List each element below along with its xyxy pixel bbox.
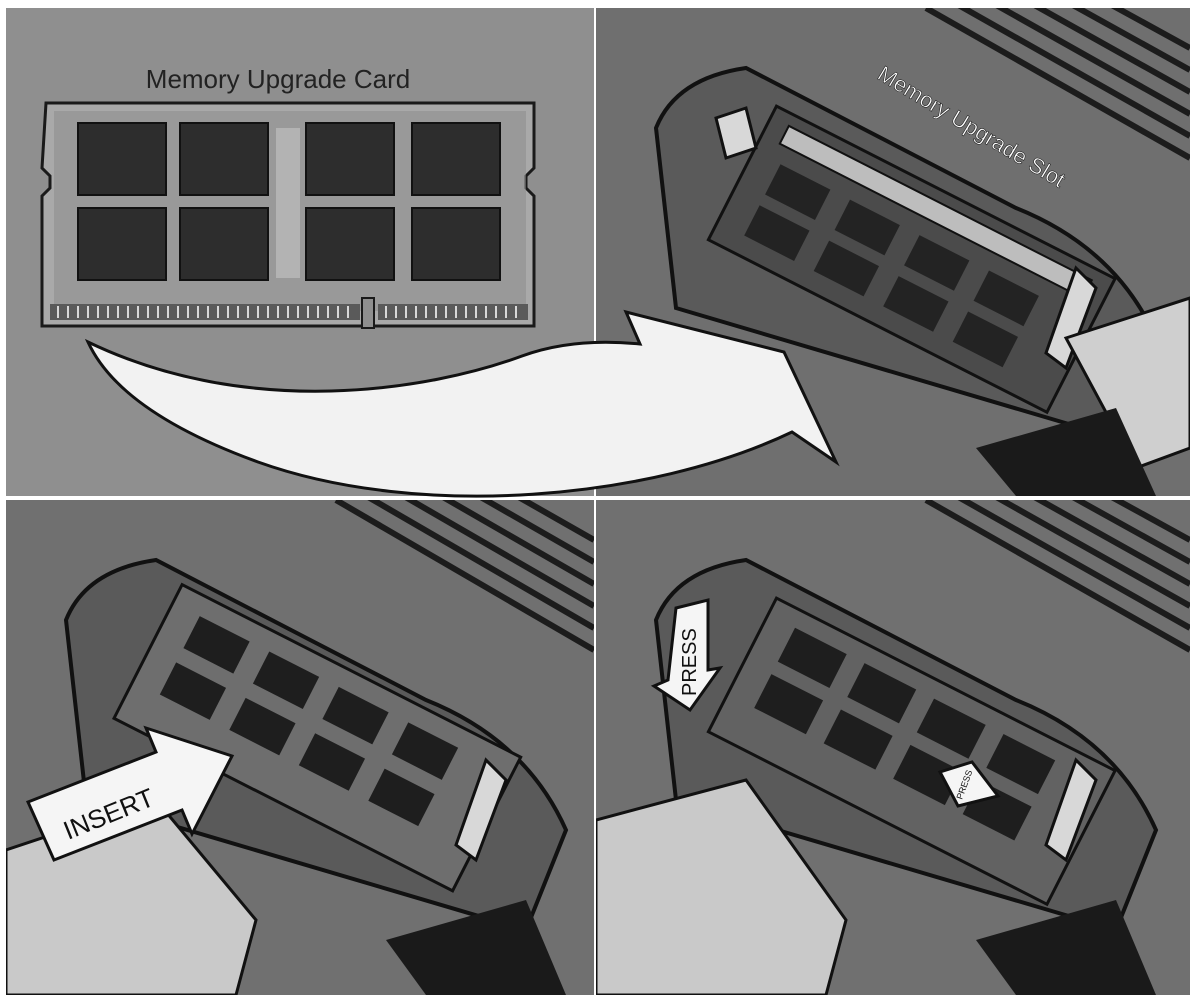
- memory-card-panel: Memory Upgrade Card: [6, 8, 594, 496]
- memory-chip: [78, 123, 166, 195]
- memory-card-pcb: [42, 103, 534, 328]
- press-label-top: PRESS: [679, 628, 701, 696]
- press-step-illustration: PRESS PRESS: [596, 500, 1190, 995]
- vent-grille: [926, 500, 1190, 650]
- memory-card-illustration: Memory Upgrade Card: [6, 8, 594, 496]
- vent-grille: [336, 500, 594, 650]
- memory-chip: [306, 208, 394, 280]
- memory-slot-panel: Memory Upgrade Slot: [596, 8, 1190, 496]
- memory-card-title: Memory Upgrade Card: [146, 64, 410, 94]
- memory-chip: [412, 123, 500, 195]
- memory-chip: [180, 208, 268, 280]
- memory-chip: [180, 123, 268, 195]
- memory-chip: [306, 123, 394, 195]
- press-step-panel: PRESS PRESS: [596, 500, 1190, 995]
- insert-step-panel: INSERT: [6, 500, 594, 995]
- memory-chip: [412, 208, 500, 280]
- memory-slot-illustration: Memory Upgrade Slot: [596, 8, 1190, 496]
- insert-step-illustration: INSERT: [6, 500, 594, 995]
- memory-chip: [78, 208, 166, 280]
